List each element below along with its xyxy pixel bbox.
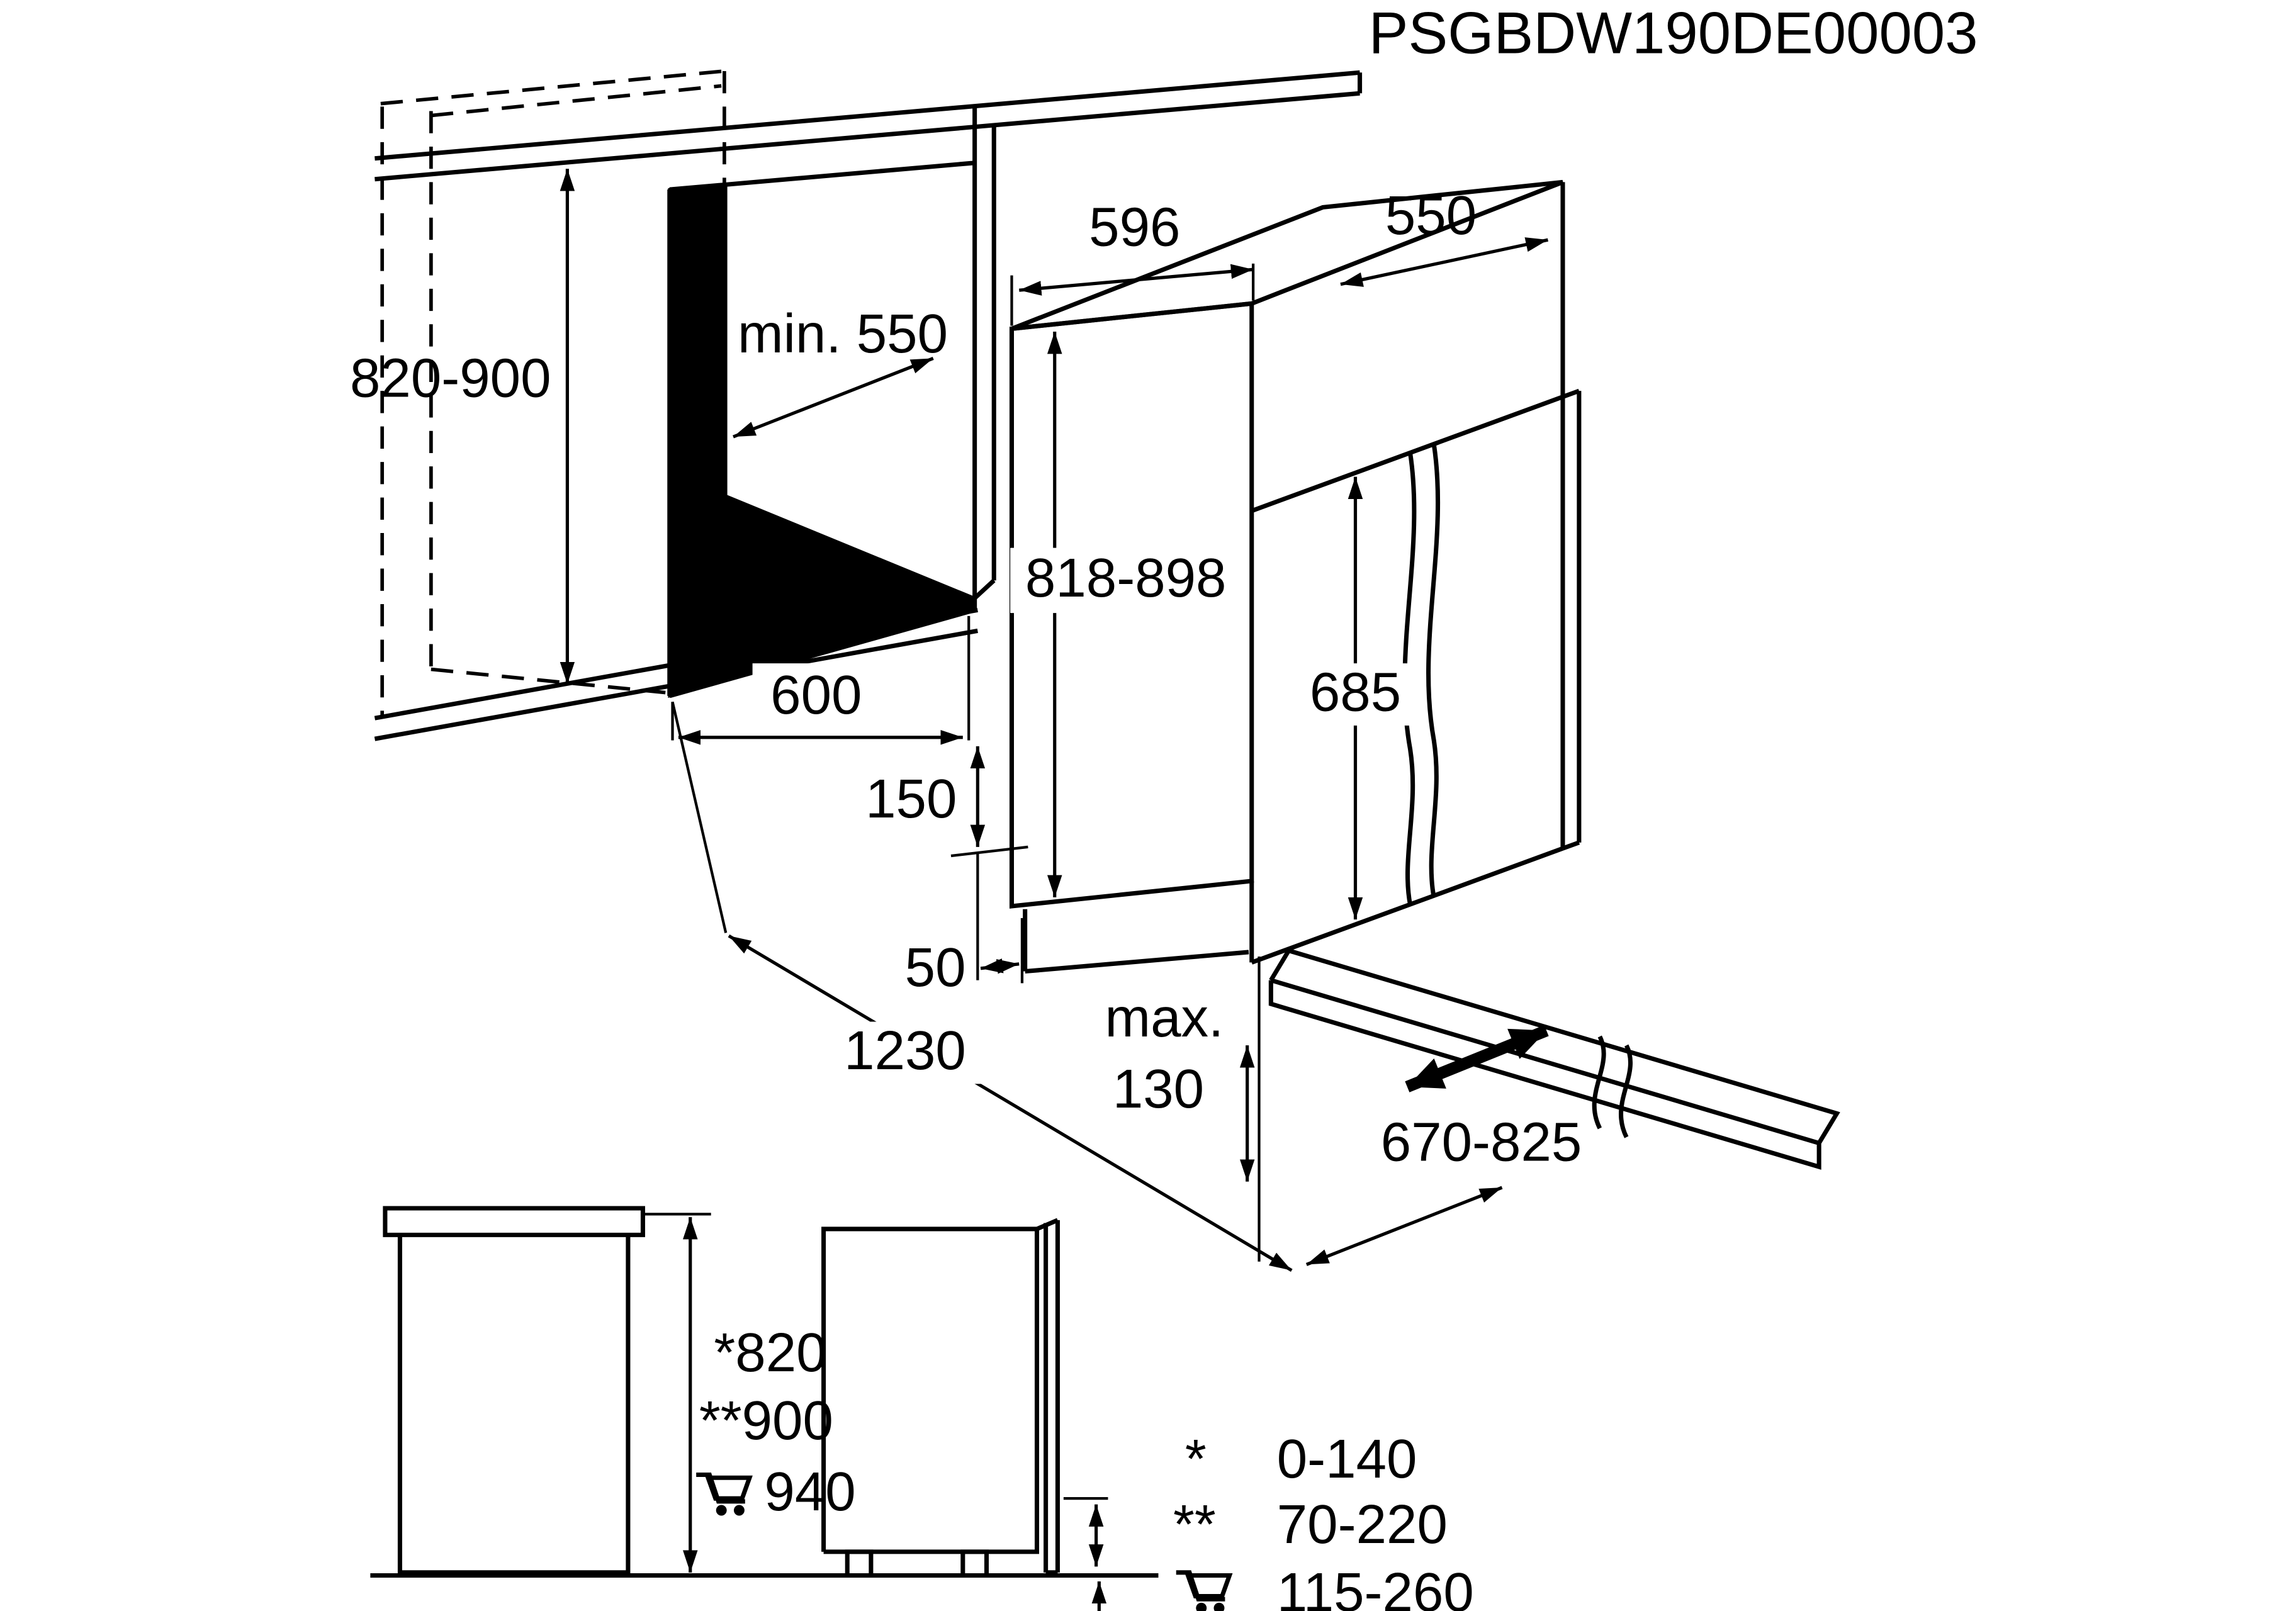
- slide-direction-arrow: [1405, 1024, 1549, 1092]
- dimension-arrows: [560, 169, 1549, 1272]
- furniture-panel-right-edges: [1560, 388, 1582, 851]
- cabinet-and-niche: [374, 69, 1363, 741]
- label-niche-depth: min. 550: [738, 303, 948, 364]
- countertop-edge-line2: [374, 91, 1360, 182]
- label-drain-max: max.: [1105, 987, 1224, 1048]
- label-star-marker: *: [1185, 1429, 1207, 1490]
- label-double-star-range: 70-220: [1277, 1494, 1448, 1555]
- label-appliance-width: 596: [1089, 197, 1180, 258]
- panel-break-wave-2: [1426, 444, 1441, 898]
- dim-appliance-depth: [1340, 237, 1549, 287]
- main-view-labels: PSGBDW190DE00003 820-900 min. 550 596 55…: [350, 0, 1978, 1173]
- label-height-star: *820: [714, 1322, 826, 1383]
- dim-drain-range: [1305, 1186, 1503, 1266]
- label-service-distance: 1230: [844, 1020, 966, 1081]
- foot-right: [960, 1549, 989, 1578]
- label-double-star-marker: **: [1173, 1494, 1216, 1555]
- dim-niche-depth: [733, 357, 934, 439]
- countertop-edge-line: [374, 70, 1360, 161]
- label-knockout: [1297, 663, 1416, 726]
- label-drain-range: 670-825: [1381, 1112, 1582, 1173]
- side-view-counter: *820 **900 940: [383, 1206, 856, 1575]
- foot-left: [845, 1549, 874, 1578]
- label-appliance-height: 818-898: [1025, 547, 1227, 609]
- appliance-isometric: [1009, 179, 1582, 974]
- label-side-gap: 50: [905, 937, 966, 998]
- plinth-break-wave-2: [1619, 1044, 1633, 1138]
- side-panel-edge: [973, 126, 996, 600]
- label-plinth-clearance: 150: [865, 768, 957, 829]
- label-niche-width: 600: [770, 665, 862, 726]
- hidden-edge-dashed-lines: [380, 69, 726, 717]
- label-drain-max-value: 130: [1113, 1058, 1204, 1120]
- label-appliance-depth: 550: [1385, 185, 1477, 246]
- dim-side-gap: [980, 958, 1020, 974]
- label-panel-height: 685: [1310, 661, 1401, 722]
- niche-outline: [667, 106, 977, 699]
- countertop-profile: [383, 1206, 645, 1237]
- dim-appliance-width: [1019, 264, 1254, 296]
- label-star-range: 0-140: [1277, 1429, 1417, 1490]
- label-height-cart: 940: [764, 1461, 855, 1522]
- appliance-body-profile: [397, 1235, 631, 1575]
- door-panel-profile: [1036, 1218, 1060, 1575]
- furniture-panel-top-edge: [1251, 395, 1564, 514]
- side-view-appliance: [821, 1218, 1108, 1611]
- label-knockout: [1010, 547, 1242, 614]
- label-niche-height: 820-900: [350, 348, 551, 409]
- adjustment-range-labels: * 0-140 ** 70-220 115-260: [1173, 1429, 1474, 1611]
- plinth-recess-lines: [1023, 909, 1249, 974]
- label-knockout: [752, 663, 881, 726]
- label-height-double-star: **900: [699, 1390, 833, 1451]
- cart-icon: [696, 1475, 750, 1516]
- label-cart-range: 115-260: [1277, 1562, 1474, 1611]
- plinth-break-wave-1: [1592, 1035, 1606, 1130]
- cart-icon: [1176, 1573, 1230, 1611]
- label-knockout: [820, 1021, 990, 1084]
- cabinet-base-line2: [374, 628, 978, 741]
- dim-service-distance: [728, 934, 1293, 1272]
- drawing-code-label: PSGBDW190DE00003: [1369, 0, 1978, 66]
- cabinet-base-line: [374, 607, 978, 721]
